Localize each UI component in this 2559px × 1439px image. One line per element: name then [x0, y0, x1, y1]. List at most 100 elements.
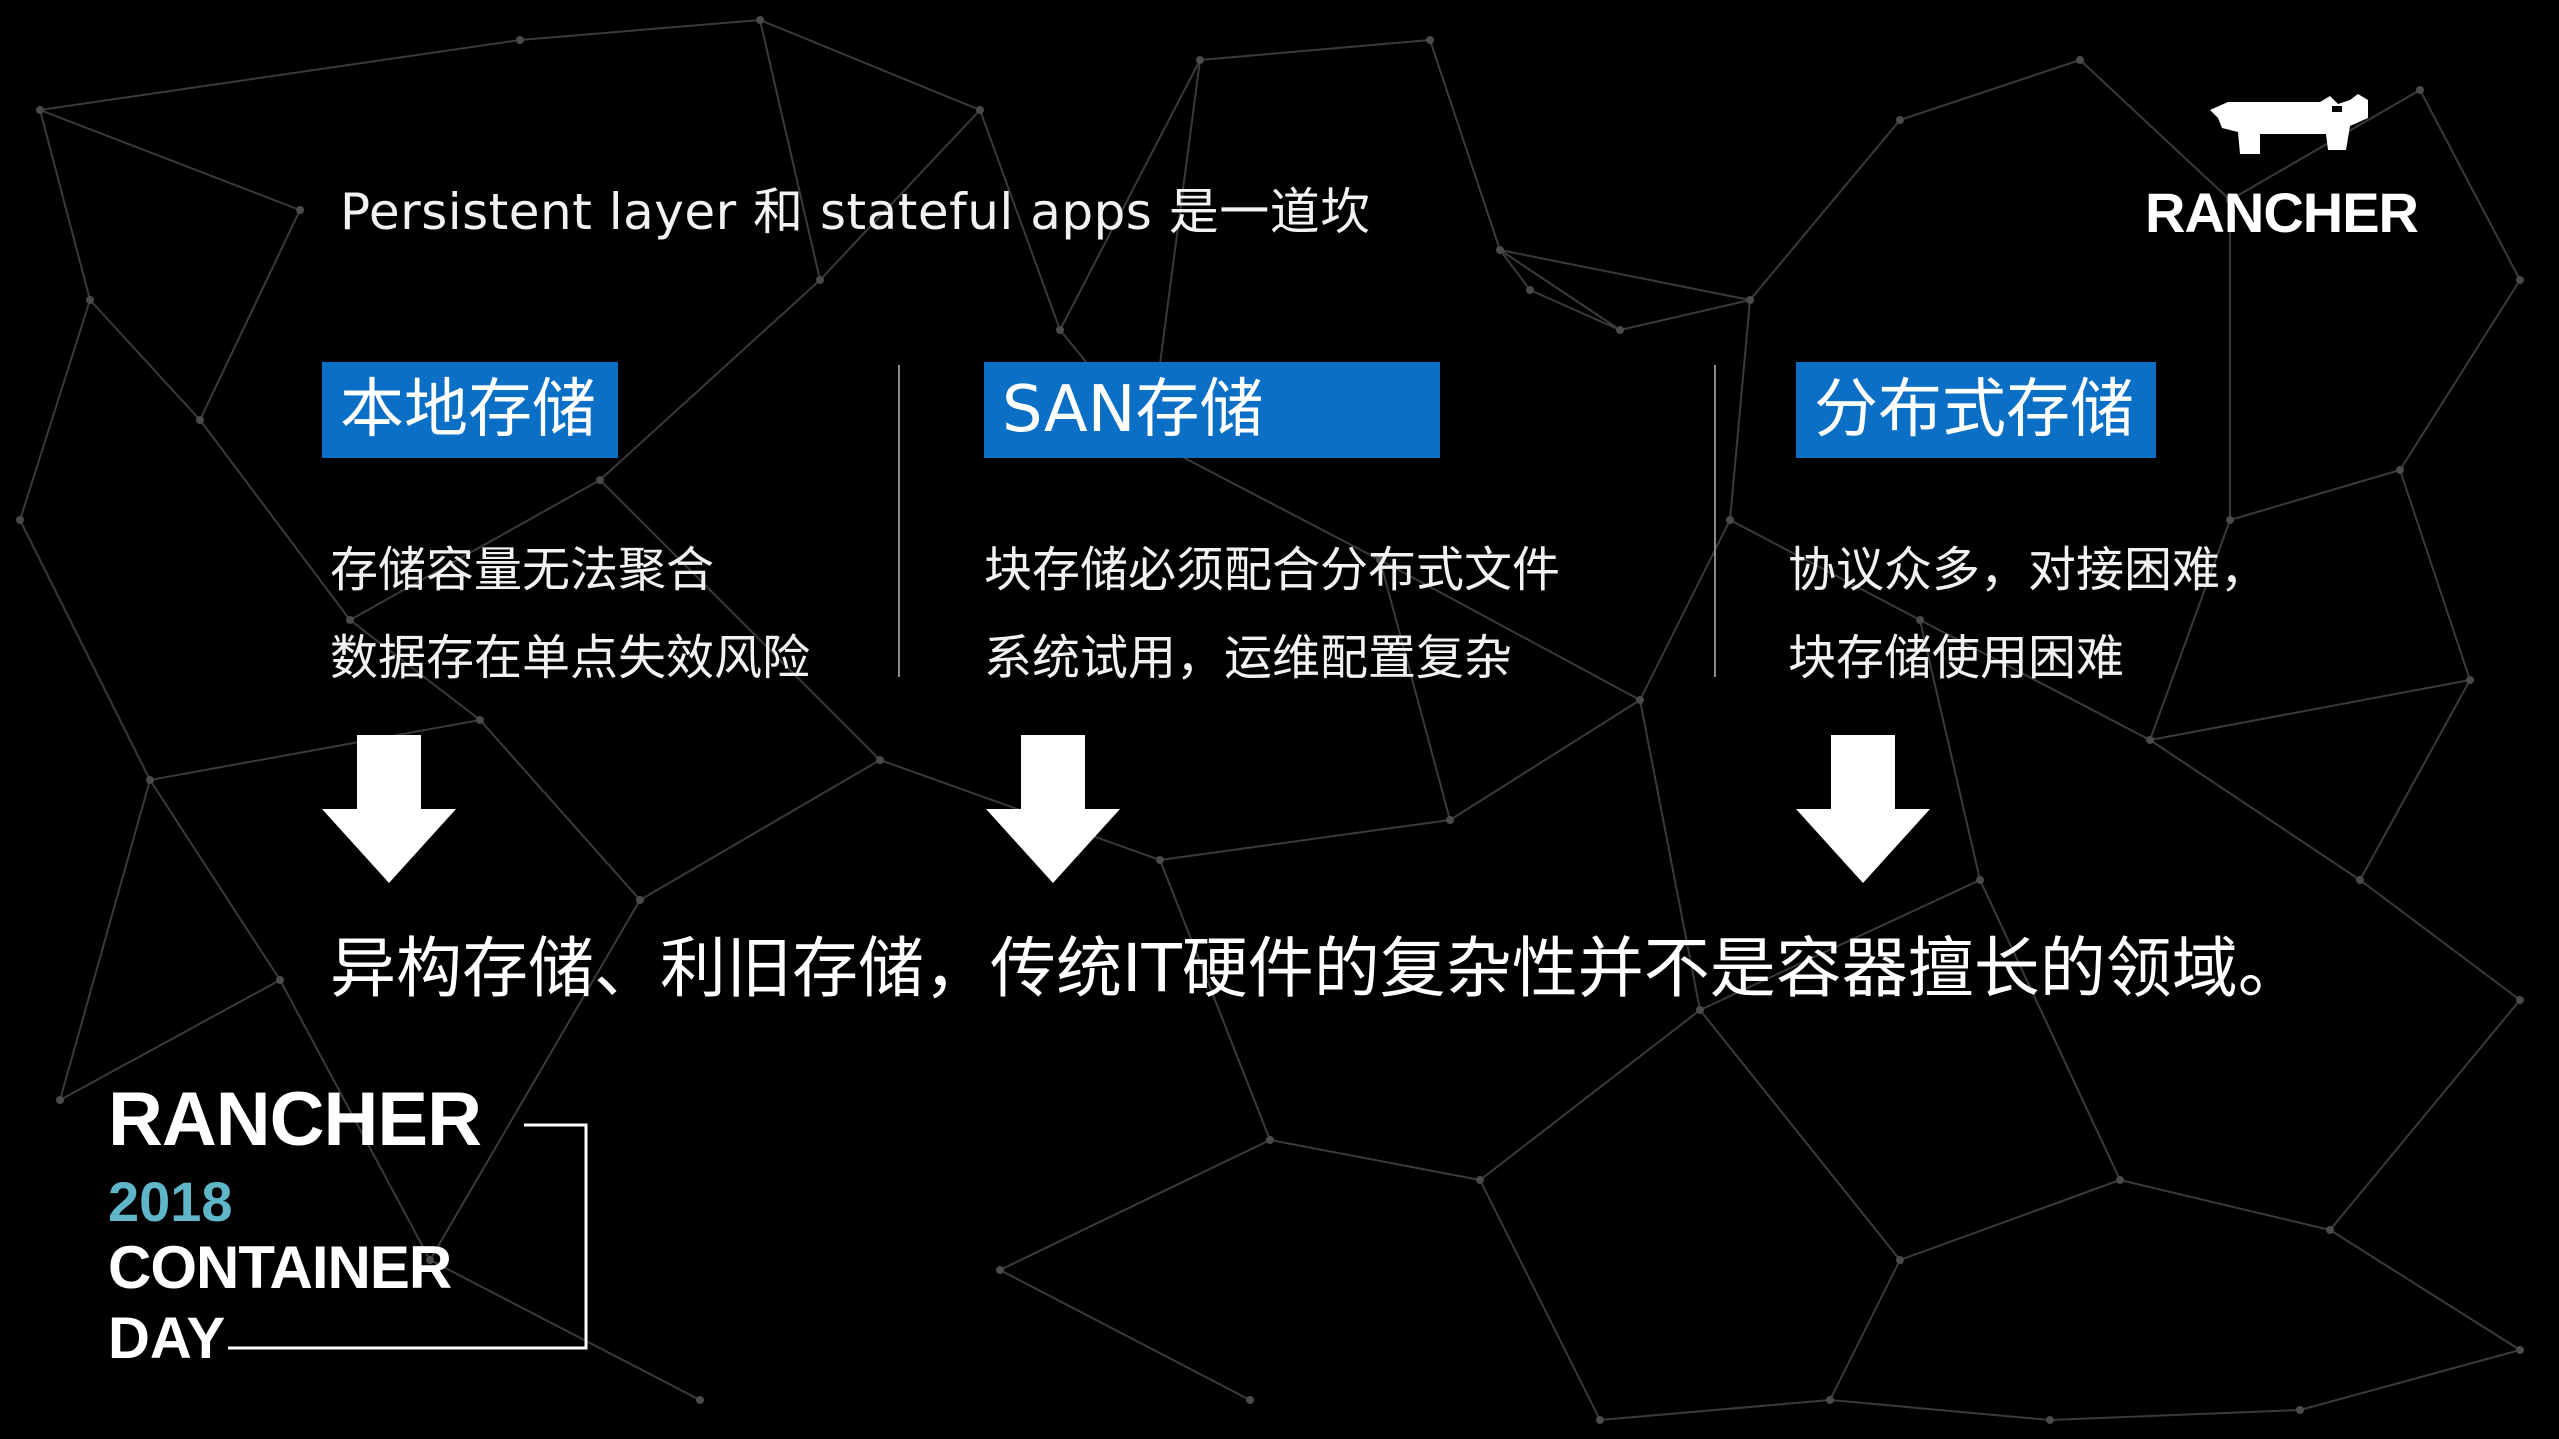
mesh-node: [196, 416, 204, 424]
mesh-node: [1916, 616, 1924, 624]
mesh-line: [89, 299, 201, 421]
mesh-line: [2329, 1229, 2521, 1351]
mesh-line: [519, 19, 761, 41]
mesh-line: [1699, 1009, 1901, 1261]
mesh-node: [1196, 56, 1204, 64]
mesh-line: [2229, 469, 2401, 521]
column-divider: [1714, 365, 1716, 677]
mesh-node: [2326, 1226, 2334, 1234]
mesh-node: [2416, 86, 2424, 94]
mesh-node: [2226, 196, 2234, 204]
mesh-line: [1749, 119, 1901, 301]
mesh-line: [59, 779, 151, 1101]
mesh-line: [2149, 739, 2361, 881]
mesh-line: [979, 109, 1061, 331]
mesh-node: [1446, 816, 1454, 824]
mesh-node: [1476, 1176, 1484, 1184]
mesh-line: [1729, 299, 1751, 521]
mesh-line: [999, 1269, 1251, 1401]
san-storage-point-1: 块存储必须配合分布式文件: [984, 542, 1561, 598]
mesh-line: [349, 479, 601, 621]
mesh-line: [149, 719, 481, 781]
mesh-line: [1379, 559, 1451, 821]
mesh-node: [146, 776, 154, 784]
mesh-line: [199, 209, 301, 421]
mesh-node: [996, 1266, 1004, 1274]
mesh-line: [1149, 439, 1381, 561]
mesh-node: [876, 756, 884, 764]
mesh-node: [1896, 1256, 1904, 1264]
mesh-node: [1526, 286, 1534, 294]
mesh-line: [1899, 59, 2081, 121]
mesh-line: [1639, 699, 1701, 1011]
mesh-line: [999, 1139, 1271, 1271]
mesh-line: [2049, 1409, 2301, 1421]
mesh-node: [816, 276, 824, 284]
mesh-node: [1746, 296, 1754, 304]
distributed-storage-point-1: 协议众多，对接困难，: [1788, 542, 2269, 598]
local-storage-point-2: 数据存在单点失效风险: [330, 630, 811, 686]
mesh-node: [56, 1096, 64, 1104]
column-header-san-storage: SAN存储: [984, 362, 1440, 458]
mesh-line: [59, 979, 281, 1101]
down-arrow-icon: [986, 735, 1120, 883]
mesh-line: [599, 479, 881, 761]
mesh-line: [1919, 619, 1981, 881]
mesh-node: [1376, 556, 1384, 564]
mesh-line: [1529, 289, 1621, 331]
mesh-node: [2226, 516, 2234, 524]
mesh-line: [429, 1259, 701, 1401]
mesh-line: [1429, 39, 1501, 251]
mesh-line: [1199, 39, 1431, 61]
mesh-node: [36, 106, 44, 114]
mesh-line: [2359, 679, 2471, 881]
rancher-cow-icon: [2210, 94, 2368, 154]
mesh-line: [759, 19, 981, 111]
mesh-line: [19, 519, 151, 781]
mesh-line: [2329, 999, 2521, 1231]
mesh-node: [2116, 1176, 2124, 1184]
mesh-node: [2296, 1406, 2304, 1414]
mesh-node: [346, 616, 354, 624]
mesh-node: [1246, 1396, 1254, 1404]
mesh-node: [2516, 996, 2524, 1004]
mesh-line: [2149, 519, 2231, 741]
mesh-line: [1599, 1399, 1831, 1421]
mesh-line: [2399, 279, 2521, 471]
mesh-line: [19, 299, 91, 521]
mesh-line: [1499, 249, 1621, 331]
mesh-line: [1499, 249, 1751, 301]
mesh-line: [2079, 59, 2231, 201]
mesh-node: [2356, 876, 2364, 884]
event-logo-container: CONTAINER: [108, 1234, 452, 1301]
mesh-line: [1059, 59, 1201, 331]
mesh-node: [476, 716, 484, 724]
rancher-wordmark: RANCHER: [2145, 181, 2419, 244]
mesh-node: [276, 976, 284, 984]
down-arrow-icon: [322, 735, 456, 883]
logo-frame-lines: [228, 1123, 588, 1350]
mesh-node: [2076, 56, 2084, 64]
mesh-line: [1699, 879, 1981, 1011]
mesh-node: [1696, 1006, 1704, 1014]
mesh-line: [2119, 1179, 2331, 1231]
mesh-line: [1499, 249, 1531, 291]
mesh-node: [2146, 736, 2154, 744]
san-storage-point-2: 系统试用，运维配置复杂: [984, 630, 1513, 686]
mesh-node: [296, 206, 304, 214]
column-header-local-storage: 本地存储: [322, 362, 618, 458]
mesh-line: [349, 619, 481, 721]
mesh-line: [2149, 679, 2471, 741]
mesh-line: [639, 759, 881, 901]
mesh-line: [2359, 879, 2521, 1001]
mesh-line: [479, 719, 641, 901]
mesh-line: [1479, 1179, 1601, 1421]
mesh-node: [1596, 1416, 1604, 1424]
distributed-storage-point-2: 块存储使用困难: [1788, 630, 2125, 686]
mesh-line: [429, 899, 641, 1261]
mesh-node: [1636, 696, 1644, 704]
mesh-line: [1269, 1139, 1481, 1181]
down-arrow-icon: [1796, 735, 1930, 883]
mesh-node: [1826, 1396, 1834, 1404]
mesh-node: [516, 36, 524, 44]
